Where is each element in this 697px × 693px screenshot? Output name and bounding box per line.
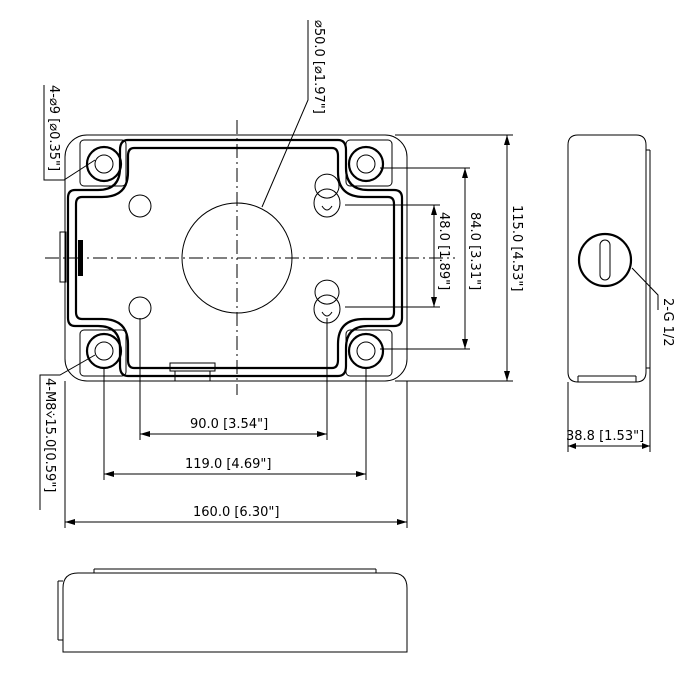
- label-depth: 38.8 [1.53"]: [566, 429, 644, 444]
- label-center-hole: ⌀50.0 [⌀1.97"]: [311, 20, 326, 114]
- label-thread-port: 2-G 1/2: [660, 298, 675, 347]
- label-width-mid: 119.0 [4.69"]: [185, 457, 271, 472]
- annotations: ⌀50.0 [⌀1.97"] 4-⌀9 [⌀0.35"] 4-M8⩒15.0[0…: [39, 20, 524, 528]
- corner-hole-tl: [79, 139, 127, 187]
- inner-hole-bl: [128, 296, 152, 320]
- side-view: 2-G 1/2 38.8 [1.53"]: [566, 134, 675, 452]
- inner-hole-tl: [128, 194, 152, 218]
- label-height-total: 115.0 [4.53"]: [509, 205, 524, 291]
- keyhole-br: [314, 279, 340, 317]
- label-height-mid: 84.0 [3.31"]: [467, 212, 482, 290]
- label-height-inner: 48.0 [1.89"]: [436, 212, 451, 290]
- top-view: [45, 120, 455, 395]
- keyhole-tr: [314, 173, 340, 211]
- gasket-outer: [66, 138, 404, 378]
- bottom-tab: [169, 362, 216, 372]
- label-corner-holes: 4-⌀9 [⌀0.35"]: [46, 85, 61, 171]
- label-width-inner: 90.0 [3.54"]: [190, 417, 268, 432]
- top-view-outline: [64, 134, 408, 382]
- label-screw-thread: 4-M8⩒15.0[0.59"]: [42, 378, 57, 492]
- corner-hole-br: [345, 329, 393, 377]
- thread-port: [577, 232, 633, 288]
- corner-hole-tr: [345, 139, 393, 187]
- gasket-inner: [74, 146, 396, 370]
- front-view: [57, 568, 408, 653]
- left-tab: [59, 231, 67, 283]
- label-width-total: 160.0 [6.30"]: [193, 505, 279, 520]
